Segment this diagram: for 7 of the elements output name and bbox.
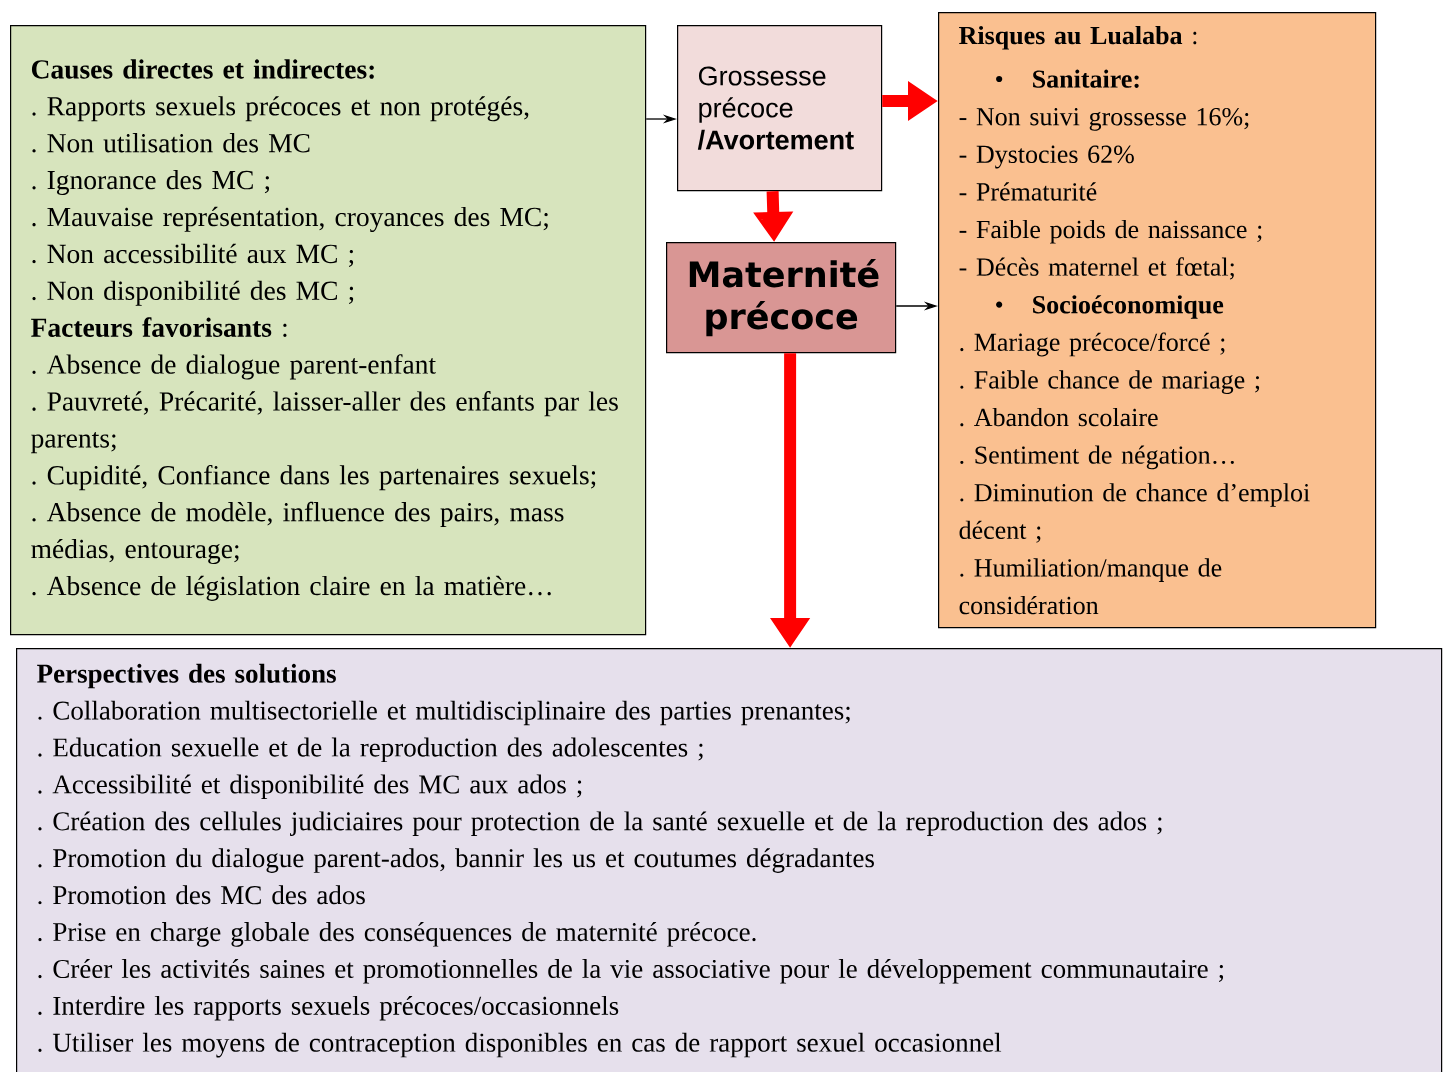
text-box: Causes directes et indirectes: . Rapports sexuels précoces et non protégés, . Non utilisation des MC . Ignorance des MC ; . Mauvaise représentation, croyances des MC; . Non accessibilité aux MC ; . Non disponibilité des MC ; Facteurs favorisants : . Absence de dialogue parent-enfant . Pauvreté, Précarité, laisser-aller des enfants par les parents; . Cupidité, Confiance dans les partenaires sexuels; . Absence de modèle, influence des pairs, mass médias, entourage; . Absence de législation claire en la matière… bbox=[10, 25, 647, 636]
process-box: Grossesse précoce /Avortement bbox=[677, 25, 883, 192]
bullet: • bbox=[996, 75, 1003, 83]
bullet: • bbox=[996, 301, 1003, 308]
text-box: Risques au Lualaba : • Sanitaire: - Non suivi grossesse 16%; - Dystocies 62% - Prématurité - Faible poids de naissance ; - Décès maternel et fœtal; • Socioéconomique . Mariage précoce/forcé ; . Faible chance de mariage ; . Abandon scolaire . Sentiment de négation… . Diminution de chance d’emploi décent ; . Humiliation/manque de considération bbox=[938, 12, 1377, 629]
text-box: Perspectives des solutions . Collaboration multisectorielle et multidisciplinaire des parties prenantes; . Education sexuelle et de la reproduction des adolescentes ; . Accessibilité et disponibilité des MC aux ados ; . Création des cellules judiciaires pour protection de la santé sexuelle et de la reproduction des ados ; . Promotion du dialogue parent-ados, bannir les us et coutumes dégradantes . Promotion des MC des ados . Prise en charge globale des conséquences de maternité précoce. . Créer les activités saines et promotionnelles de la vie associative pour le développement communautaire ; . Interdire les rapports sexuels précoces/occasionnels . Utiliser les moyens de contraception disponibles en cas de rapport sexuel occasionnel bbox=[16, 648, 1443, 1072]
process-box: Maternité précoce bbox=[666, 242, 897, 354]
